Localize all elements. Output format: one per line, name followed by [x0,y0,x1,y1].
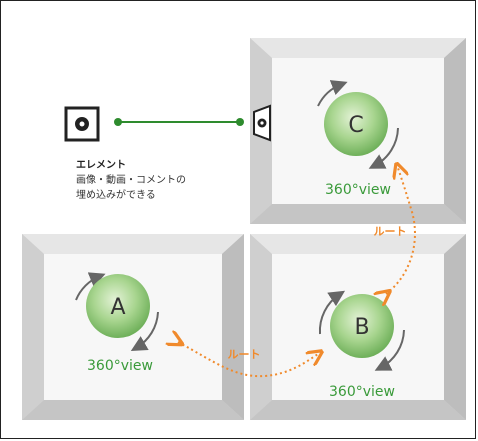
room-c-caption: 360°view [325,182,391,198]
route-b-c-line [386,168,416,294]
route-a-b-line [178,342,318,378]
room-c [250,38,466,224]
sphere-b [318,290,405,371]
element-title: エレメント [76,160,126,171]
room-b-caption: 360°view [329,384,395,400]
route-a-b-label: ルート [228,348,261,361]
room-b-label: B [354,315,369,340]
room-a [22,234,244,420]
route-b-c-label: ルート [374,225,407,238]
element-description: エレメント 画像・動画・コメントの 埋め込みができる [76,158,236,203]
room-a-caption: 360°view [87,358,153,374]
element-link-line [114,118,244,126]
room-c-label: C [348,113,363,138]
room-a-label: A [110,295,125,320]
element-desc-line1: 画像・動画・コメントの [76,175,186,186]
element-icon [64,106,100,142]
sphere-a [75,272,159,351]
wall-element-icon [253,104,271,142]
element-desc-line2: 埋め込みができる [76,190,156,201]
